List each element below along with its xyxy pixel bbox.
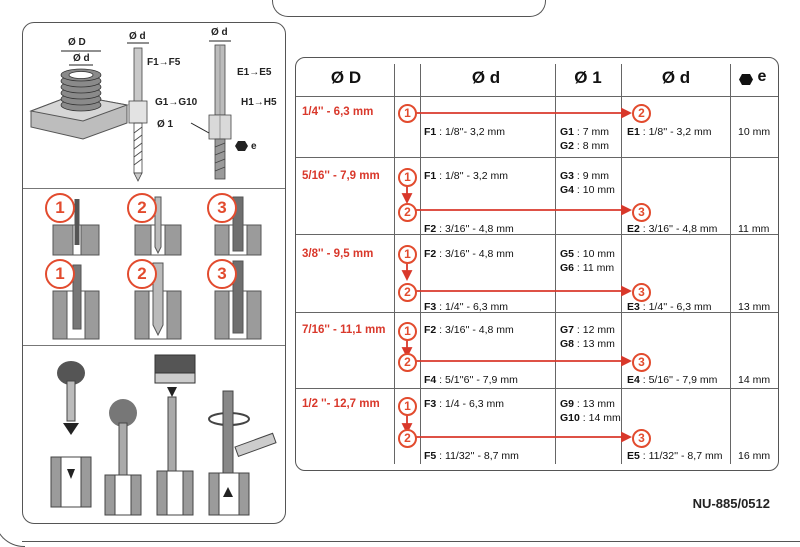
label-od-big: Ø D [68, 37, 86, 48]
step-1-icon: 1 [398, 104, 417, 123]
row-divider [296, 388, 778, 389]
header-o1: Ø 1 [574, 68, 602, 87]
header-od-big: Ø D [330, 68, 362, 87]
step-3-icon: 3 [207, 193, 237, 223]
e-cell: E5 : 11/32'' - 8,7 mm [627, 450, 723, 462]
label-hex-e: e [251, 141, 257, 152]
step-2-icon: 2 [127, 193, 157, 223]
e-cell: E3 : 1/4'' - 6,3 mm [627, 301, 712, 313]
label-od-tap: Ø d [129, 31, 146, 42]
header-divider [296, 96, 778, 97]
hex-cell: 10 mm [738, 126, 771, 138]
row-size: 1/2 ''- 12,7 mm [302, 398, 380, 410]
g-cell: G5 : 10 mm [560, 248, 615, 260]
header-od-f: Ø d [471, 68, 501, 87]
g-cell: G4 : 10 mm [560, 184, 615, 196]
f-cell: F4 : 5/1''6'' - 7,9 mm [424, 374, 518, 386]
table-col-line [555, 64, 556, 464]
table-col-line [420, 64, 421, 464]
step-1-icon: 1 [398, 322, 417, 341]
label-od-small: Ø d [73, 53, 90, 64]
g-cell: G9 : 13 mm [560, 398, 615, 410]
f-cell: F2 : 3/16'' - 4,8 mm [424, 223, 514, 235]
bottom-border-line [22, 541, 800, 542]
step-3-icon: 3 [632, 353, 651, 372]
tool-diagram-svg [29, 40, 248, 182]
section-divider-2 [23, 345, 285, 346]
row-divider [296, 157, 778, 158]
f-cell: F2 : 3/16'' - 4,8 mm [424, 324, 514, 336]
hex-icon [739, 74, 753, 85]
step-1-icon: 1 [398, 245, 417, 264]
g-cell: G1 : 7 mm [560, 126, 610, 138]
top-tab-outline [272, 0, 546, 17]
label-o1: Ø 1 [157, 119, 174, 130]
label-e-range: E1→E5 [237, 67, 272, 78]
f-cell: F2 : 3/16'' - 4,8 mm [424, 248, 514, 260]
table-col-line [394, 64, 395, 464]
table-col-line [621, 64, 622, 464]
hex-cell: 13 mm [738, 301, 771, 313]
f-cell: F5 : 11/32'' - 8,7 mm [424, 450, 519, 462]
size-table: Ø D Ø d Ø 1 Ø d e 1/4'' - 6,3 mm 1 F1 : … [295, 57, 779, 471]
hex-cell: 11 mm [738, 223, 770, 235]
g-cell: G7 : 12 mm [560, 324, 615, 336]
section-divider-1 [23, 188, 285, 189]
row-divider [296, 234, 778, 235]
step-1-icon: 1 [398, 168, 417, 187]
g-cell: G6 : 11 mm [560, 262, 615, 274]
row-divider [296, 312, 778, 313]
step-1-icon: 1 [45, 259, 75, 289]
step-3-icon: 3 [207, 259, 237, 289]
label-h-range: H1→H5 [241, 97, 277, 108]
step-2-icon: 2 [398, 429, 417, 448]
step-1-icon: 1 [398, 397, 417, 416]
row-size: 5/16'' - 7,9 mm [302, 170, 380, 182]
table-col-line [730, 64, 731, 464]
usage-illustration-svg [50, 354, 277, 516]
e-cell: E4 : 5/16'' - 7,9 mm [627, 374, 718, 386]
header-e: e [757, 68, 767, 85]
g-cell: G2 : 8 mm [560, 140, 610, 152]
step-2-icon: 2 [127, 259, 157, 289]
step-2-icon: 2 [632, 104, 651, 123]
step-2-icon: 2 [398, 203, 417, 222]
f-cell: F3 : 1/4'' - 6,3 mm [424, 301, 508, 313]
label-od-ext: Ø d [211, 27, 228, 38]
g-cell: G10 : 14 mm [560, 412, 621, 424]
row-size: 7/16'' - 11,1 mm [302, 324, 386, 336]
header-od-e: Ø d [661, 68, 691, 87]
steps-svg [52, 196, 262, 340]
row-size: 1/4'' - 6,3 mm [302, 106, 374, 118]
step-2-icon: 2 [398, 353, 417, 372]
step-1-icon: 1 [45, 193, 75, 223]
row-size: 3/8'' - 9,5 mm [302, 248, 374, 260]
f-cell: F3 : 1/4 - 6,3 mm [424, 398, 504, 410]
step-2-icon: 2 [398, 283, 417, 302]
hex-cell: 16 mm [738, 450, 771, 462]
step-3-icon: 3 [632, 203, 651, 222]
hex-cell: 14 mm [738, 374, 771, 386]
e-cell: E1 : 1/8'' - 3,2 mm [627, 126, 712, 138]
step-3-icon: 3 [632, 429, 651, 448]
label-f-range: F1→F5 [147, 57, 181, 68]
e-cell: E2 : 3/16'' - 4,8 mm [627, 223, 718, 235]
flow-arrows-svg [401, 107, 633, 443]
label-g-range: G1→G10 [155, 97, 198, 108]
f-cell: F1 : 1/8''- 3,2 mm [424, 126, 506, 138]
g-cell: G3 : 9 mm [560, 170, 610, 182]
f-cell: F1 : 1/8'' - 3,2 mm [424, 170, 508, 182]
g-cell: G8 : 13 mm [560, 338, 615, 350]
reference-code: NU-885/0512 [692, 496, 770, 511]
illustration-panel: Ø D Ø d Ø d F1→F5 G1→G10 Ø 1 Ø d E1→E5 H… [22, 22, 286, 524]
step-3-icon: 3 [632, 283, 651, 302]
